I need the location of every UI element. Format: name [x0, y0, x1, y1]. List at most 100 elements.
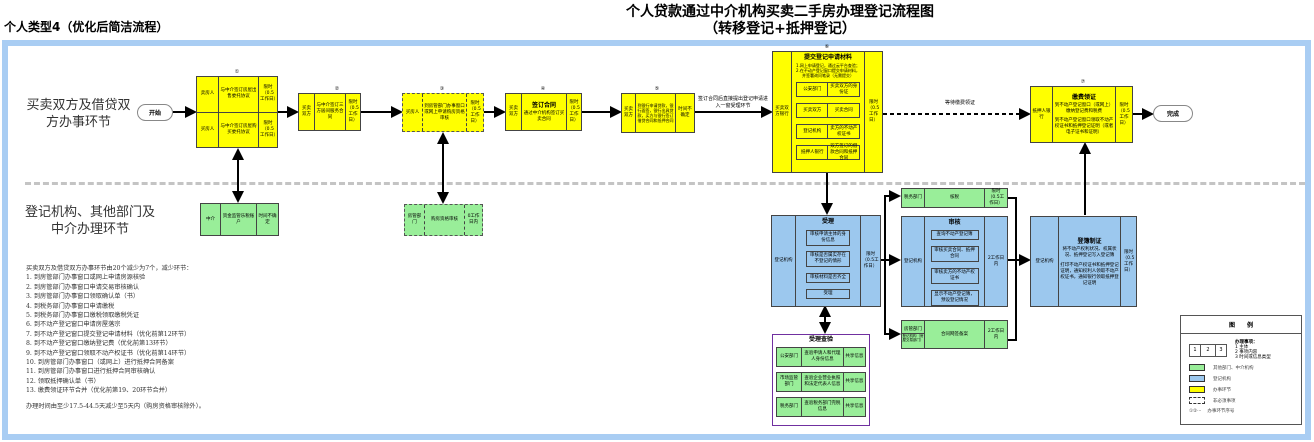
- step7-box[interactable]: 抵押人银行缴费领证到不动产登记窗口（或网上）缴纳登记费和税费到不动产登记窗口领取…: [1030, 86, 1133, 143]
- lane-label-bottom: 登记机构、其他部门及中介办理环节: [24, 205, 155, 237]
- accept-item: 受理: [806, 289, 850, 299]
- step-number: ③: [439, 86, 445, 92]
- note-line: 1. 到房管部门办事窗口或网上申请房源核验: [26, 274, 146, 282]
- content: 查验企业营业执照和法定代表人信息: [802, 372, 844, 391]
- time-limit: 限时（0.5工作日）: [867, 100, 880, 123]
- content: 1.网上申请登记，通过云平台查验；2.在不动产登记窗口提交申请材料，并签署询问笔…: [796, 63, 860, 78]
- legend-yellow: 办事环节: [1189, 386, 1301, 393]
- material-row: 抵押人银行双方签订的借款合同和抵押合同: [795, 144, 860, 161]
- note-line: 买卖双方及借贷双方办事环节由20个减少为7个，减少环节：: [26, 265, 193, 272]
- material-row: 买卖双方买卖合同: [795, 103, 860, 118]
- legend-label: 办事环节序号: [1207, 409, 1235, 414]
- step1-row-seller: 卖房人与中介签订房屋出售委托协议限时（0.5工作日）: [197, 77, 278, 113]
- step3-box[interactable]: 买房人到房管部门办事窗口或网上申请购房资格审核限时（0.5工作日）: [402, 93, 484, 132]
- content: 核税: [925, 189, 985, 207]
- dept: 买卖双方: [797, 104, 829, 117]
- dept: 税务部门: [777, 397, 803, 416]
- actor-secondary: 登记机构（房屋交易部门）: [902, 334, 924, 342]
- time-limit: 限时（0.5工作日）: [260, 85, 278, 103]
- time-limit: 0工作日内: [467, 214, 480, 225]
- review-item: 查询不动产登记簿: [930, 230, 979, 240]
- content: 通过中介机构签订买卖合同: [523, 111, 565, 122]
- type: 共享信息: [845, 403, 864, 409]
- title: 受理: [821, 218, 834, 225]
- review-item: 审核卖方的不动产权证书: [930, 268, 979, 284]
- time-limit: 限时（0.5工作日）: [987, 189, 1005, 206]
- note-line: 13. 缴费领证环节合并（优化前第19、20环节合并）: [26, 387, 172, 395]
- content: 到不动产登记窗口（或网上）缴纳登记费和税费: [1054, 103, 1114, 114]
- content: 与中介签订三方居间服务合同: [315, 94, 346, 130]
- page-title: 个人贷款通过中介机构买卖二手房办理登记流程图（转移登记+抵押登记）: [520, 4, 1040, 38]
- legend-label: 非必须事项: [1213, 399, 1236, 404]
- note-line: 6. 到不动产登记窗口申请房屋落宗: [26, 321, 121, 329]
- actor: 抵押人银行: [1031, 87, 1053, 142]
- accept-box[interactable]: 登记机构 受理 审核申请主体的身份信息 审核是否属实存在不登记的情形 审核材料是…: [771, 215, 881, 307]
- step4-box[interactable]: 买卖双方签订合同通过中介机构签订买卖合同限时（0.5工作日）: [505, 93, 582, 131]
- arrow-label-wait: 等待缴费领证: [944, 100, 975, 106]
- actor: 买卖双方银行: [773, 52, 792, 172]
- note-line: 11. 到房管部门办事窗口进行抵押合同审核确认: [26, 368, 156, 376]
- tax-box[interactable]: 税务部门核税限时（0.5工作日）: [901, 188, 1008, 208]
- step2-box[interactable]: 买卖双方与中介签订三方居间服务合同限时（0.5工作日）: [298, 93, 361, 131]
- dept: 市场监管部门: [777, 372, 803, 391]
- register-box[interactable]: 登记机构登簿制证将不动产权利状况、权属状况、抵押登记写入登记簿打印不动产权证书和…: [1030, 216, 1137, 307]
- actor: 登记机构: [1031, 217, 1059, 306]
- note-line: 3. 到房管部门办事窗口领取确认单（书）: [26, 293, 140, 301]
- step5-box[interactable]: 买卖双方到银行申请贷款，银行面签，银行出具贷款，买方与银行签订借贷合同和抵押合同…: [621, 93, 695, 133]
- doc: 买卖双方的身份证: [830, 83, 858, 95]
- cell: 1: [1190, 344, 1201, 356]
- agency-box[interactable]: 中介资金监管乐税账户时间不确定: [200, 203, 279, 236]
- title: 缴费领证: [1071, 94, 1096, 101]
- note-line: 10. 到房管部门办事窗口（或网上）进行抵押合同备案: [26, 359, 174, 367]
- legend-desc: 2 事项内容: [1235, 350, 1258, 355]
- green-swatch: [1189, 364, 1205, 371]
- step-number: ⑦: [1080, 79, 1086, 85]
- time-limit: 限时（0.5工作日）: [862, 252, 879, 269]
- actor: 税务部门: [902, 189, 925, 207]
- step-number: ①: [234, 69, 240, 75]
- doc: 卖方的不动产权证书: [830, 125, 858, 137]
- note-line: 8. 到不动产登记窗口缴纳登记费（优化前第13环节）: [26, 340, 172, 348]
- actor: 登记机构: [772, 216, 796, 306]
- content: 与中介签订房屋购买委托协议: [219, 112, 259, 147]
- notes-footer: 办理时间由至少17.5-44.5天减少至5天内（购房资格审核除外）。: [26, 402, 205, 410]
- type: 共享信息: [845, 353, 864, 359]
- type: 共享信息: [845, 378, 864, 384]
- actor: 房管部门: [902, 327, 924, 334]
- review-item: 显示不动产登记簿，预设登记情况: [930, 290, 979, 306]
- material-row: 公安部门买卖双方的身份证: [795, 82, 860, 97]
- note-line: 9. 到不动产登记窗口领取不动产权证书（优化前第14环节）: [26, 349, 191, 357]
- content: 到银行申请贷款，银行面签，银行出具贷款，买方与银行签订借贷合同和抵押合同: [636, 94, 676, 132]
- verify-box[interactable]: 受理查验 公安部门查验申请人和代理人身份信息共享信息 市场监管部门查验企业营业执…: [772, 334, 870, 426]
- step1-box[interactable]: 卖房人与中介签订房屋出售委托协议限时（0.5工作日） 买房人与中介签订房屋购买委…: [196, 76, 278, 148]
- verify-row: 市场监管部门查验企业营业执照和法定代表人信息共享信息: [776, 371, 866, 392]
- dept: 公安部门: [777, 347, 803, 366]
- legend-green: 其他部门、中介机构: [1189, 364, 1301, 371]
- content: 打印不动产权证书和抵押登记证明，通知权利人领取不动产权证书，通知银行领取抵押登记…: [1060, 262, 1119, 286]
- review-box[interactable]: 登记机构 审核 查询不动产登记簿 审核买卖合同、抵押合同 审核卖方的不动产权证书…: [901, 216, 1008, 307]
- legend-desc: 1 主体: [1235, 345, 1249, 350]
- content: 查验税务部门完税信息: [802, 397, 844, 416]
- legend-desc: 3 时间或信息类型: [1235, 355, 1271, 360]
- time-limit: 时间不确定: [678, 107, 692, 118]
- content: 将不动产权利状况、权属状况、抵押登记写入登记簿: [1062, 246, 1117, 258]
- step6-box[interactable]: 买卖双方银行 提交登记申请材料 1.网上申请登记，通过云平台查验；2.在不动产登…: [772, 51, 883, 173]
- accept-item: 审核申请主体的身份信息: [806, 230, 850, 246]
- seq-symbol: ①②···: [1189, 409, 1202, 414]
- actor: 买房人: [403, 94, 423, 131]
- actor: 中介: [201, 204, 221, 235]
- dept: 登记机构: [797, 125, 829, 138]
- doc: 买卖合同: [834, 107, 853, 113]
- notes: 买卖双方及借贷双方办事环节由20个减少为7个，减少环节： 1. 到房管部门办事窗口…: [26, 264, 276, 411]
- time-limit: 限时（0.5工作日）: [260, 120, 278, 138]
- title-line1: 个人贷款通过中介机构买卖二手房办理登记流程图: [626, 4, 934, 20]
- dept: 公安部门: [797, 83, 829, 96]
- actor: 买卖双方: [506, 94, 522, 130]
- legend-label: 办事环节: [1213, 388, 1231, 393]
- legend-desc-title: 办理事项：: [1235, 340, 1258, 345]
- title: 提交登记申请材料: [803, 54, 852, 61]
